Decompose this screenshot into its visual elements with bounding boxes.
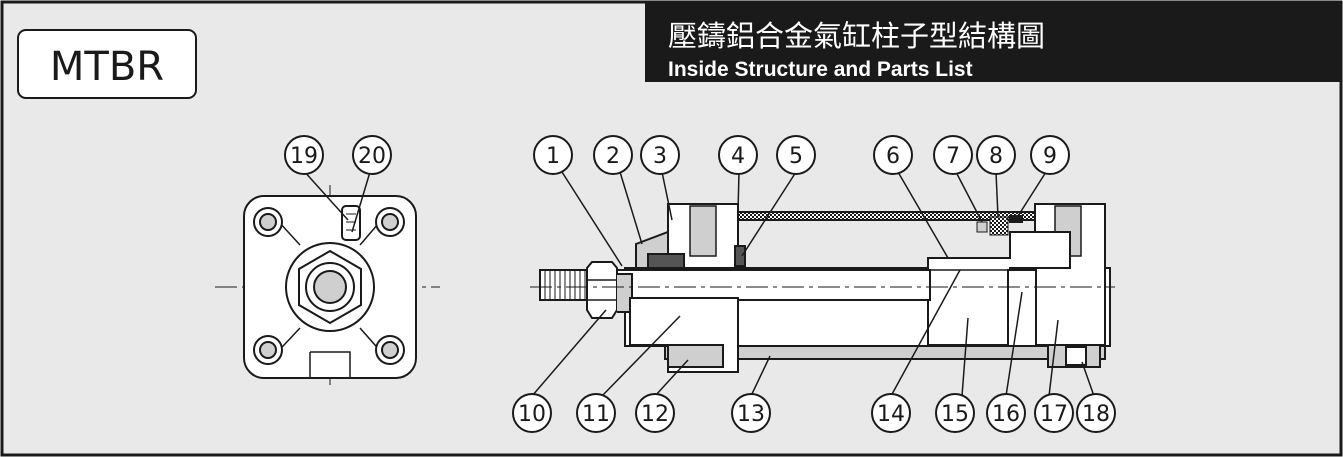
callout-label-9: 9 — [1043, 144, 1057, 169]
callout-1 — [533, 135, 573, 175]
callout-11 — [576, 393, 616, 433]
front-tie-nut — [667, 344, 724, 368]
callout-label-10: 10 — [518, 402, 546, 427]
callout-label-11: 11 — [582, 402, 610, 427]
callout-label-3: 3 — [653, 144, 667, 169]
callout-label-5: 5 — [789, 144, 803, 169]
title-english: Inside Structure and Parts List — [668, 58, 973, 81]
callout-label-4: 4 — [731, 144, 745, 169]
callout-label-14: 14 — [877, 402, 905, 427]
callout-17 — [1034, 393, 1074, 433]
callouts: 1 2 3 4 5 6 7 8 9 10 11 12 13 14 15 16 1… — [284, 135, 1116, 433]
rod-end-nut — [586, 261, 618, 319]
piston — [927, 231, 1071, 346]
callout-label-13: 13 — [737, 402, 765, 427]
callout-label-15: 15 — [941, 402, 969, 427]
callout-label-19: 19 — [290, 144, 318, 169]
callout-label-12: 12 — [641, 402, 669, 427]
callout-3 — [640, 135, 680, 175]
callout-14 — [871, 393, 911, 433]
piston-rod — [604, 269, 931, 301]
callout-label-16: 16 — [992, 402, 1020, 427]
callout-10 — [512, 393, 552, 433]
rod-seal — [647, 253, 685, 269]
end-view — [215, 169, 440, 385]
callout-label-1: 1 — [546, 144, 560, 169]
callout-label-2: 2 — [606, 144, 620, 169]
callout-label-6: 6 — [886, 144, 900, 169]
model-badge — [17, 29, 197, 99]
callout-16 — [986, 393, 1026, 433]
callout-5 — [776, 135, 816, 175]
wear-ring — [976, 221, 988, 233]
callout-18 — [1076, 393, 1116, 433]
callout-19 — [284, 135, 324, 175]
callout-6 — [873, 135, 913, 175]
callout-15 — [935, 393, 975, 433]
callout-label-7: 7 — [946, 144, 960, 169]
callout-label-8: 8 — [989, 144, 1003, 169]
callout-2 — [593, 135, 633, 175]
callout-13 — [731, 393, 771, 433]
title-chinese: 壓鑄鋁合金氣缸柱子型結構圖 — [668, 19, 1045, 53]
piston-nut — [1007, 269, 1037, 347]
callout-9 — [1030, 135, 1070, 175]
section-view — [530, 171, 1115, 397]
callout-7 — [933, 135, 973, 175]
callout-label-18: 18 — [1082, 402, 1110, 427]
callout-label-20: 20 — [358, 144, 386, 169]
callout-label-17: 17 — [1040, 402, 1068, 427]
model-code: MTBR — [50, 44, 164, 90]
callout-12 — [635, 393, 675, 433]
callout-8 — [976, 135, 1016, 175]
port-plug — [341, 205, 361, 241]
callout-20 — [352, 135, 392, 175]
callout-4 — [718, 135, 758, 175]
title-bar — [645, 2, 1341, 82]
magnet-ring — [989, 216, 1009, 236]
